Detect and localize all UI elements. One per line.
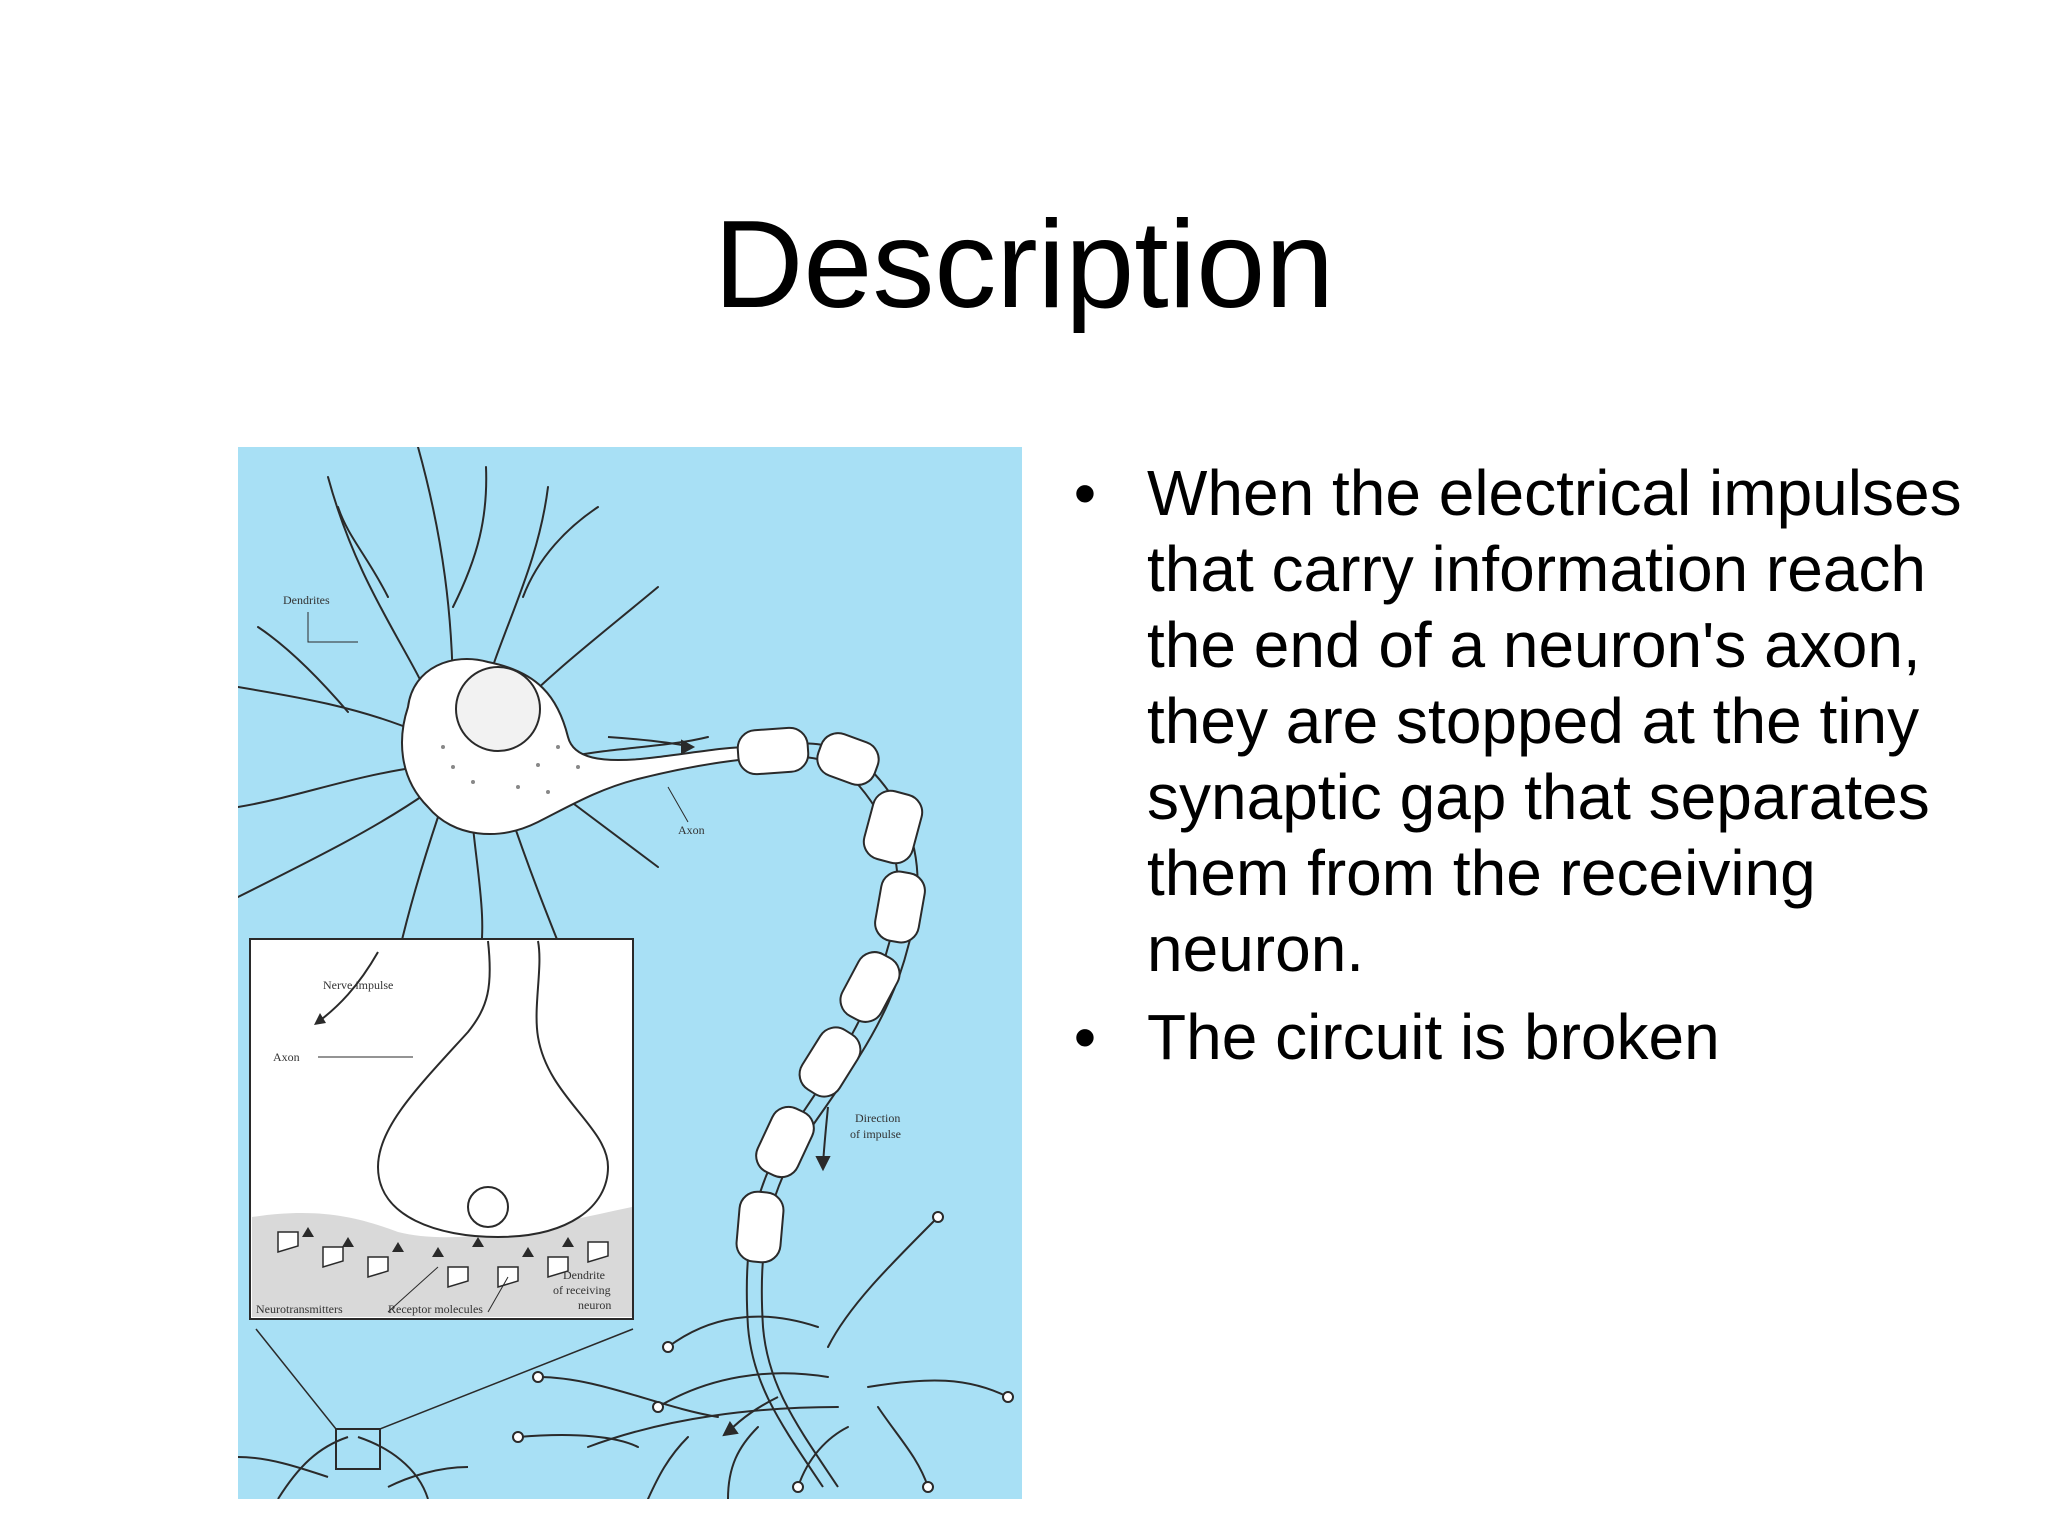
inset-pointer-line-right xyxy=(379,1328,634,1430)
axon-terminal-bulb xyxy=(376,940,610,1239)
inset-pointer-line xyxy=(255,1328,337,1430)
nucleus xyxy=(455,666,541,752)
bullet-list: • When the electrical impulses that carr… xyxy=(1065,455,1995,1087)
synaptic-vesicle xyxy=(467,1186,509,1228)
cell-speckles xyxy=(441,745,580,794)
bullet-marker: • xyxy=(1073,457,1097,529)
label-of-receiving: of receiving xyxy=(553,1283,611,1297)
neuron-diagram: Dendrites Axon Direction of impulse Nerv… xyxy=(238,447,1022,1499)
receptor-pointer xyxy=(487,1276,509,1313)
label-nerve-impulse: Nerve impulse xyxy=(323,978,393,992)
synapse-inset xyxy=(249,938,634,1320)
neurotransmitters xyxy=(302,1227,574,1257)
slide-title: Description xyxy=(713,196,1335,334)
terminal-buttons xyxy=(512,1211,1014,1493)
label-of-impulse: of impulse xyxy=(850,1127,901,1141)
neuron-illustration: Dendrites Axon Direction of impulse Nerv… xyxy=(238,447,1022,1499)
myelin-sheath xyxy=(735,726,926,1264)
receiving-neuron xyxy=(238,1436,469,1499)
bullet-item: • The circuit is broken xyxy=(1065,999,1995,1075)
receptor-molecules xyxy=(277,1231,609,1289)
direction-arrows xyxy=(607,736,831,1437)
label-direction: Direction xyxy=(855,1111,900,1125)
bullet-text: The circuit is broken xyxy=(1147,1001,1720,1073)
label-receptor-molecules: Receptor molecules xyxy=(388,1302,483,1316)
nerve-impulse-arrow xyxy=(317,951,379,1023)
label-dendrite: Dendrite xyxy=(563,1268,605,1282)
neurotransmitter-pointer xyxy=(387,1266,439,1313)
label-dendrites: Dendrites xyxy=(283,593,330,607)
bullet-text: When the electrical impulses that carry … xyxy=(1147,457,1962,985)
bullet-marker: • xyxy=(1073,1001,1097,1073)
axon-terminals xyxy=(517,1216,1009,1499)
synapse-highlight-box xyxy=(335,1428,381,1470)
label-neuron: neuron xyxy=(578,1298,611,1312)
label-inset-axon: Axon xyxy=(273,1050,300,1064)
label-neurotransmitters: Neurotransmitters xyxy=(256,1302,343,1316)
bullet-item: • When the electrical impulses that carr… xyxy=(1065,455,1995,987)
label-axon: Axon xyxy=(678,823,705,837)
